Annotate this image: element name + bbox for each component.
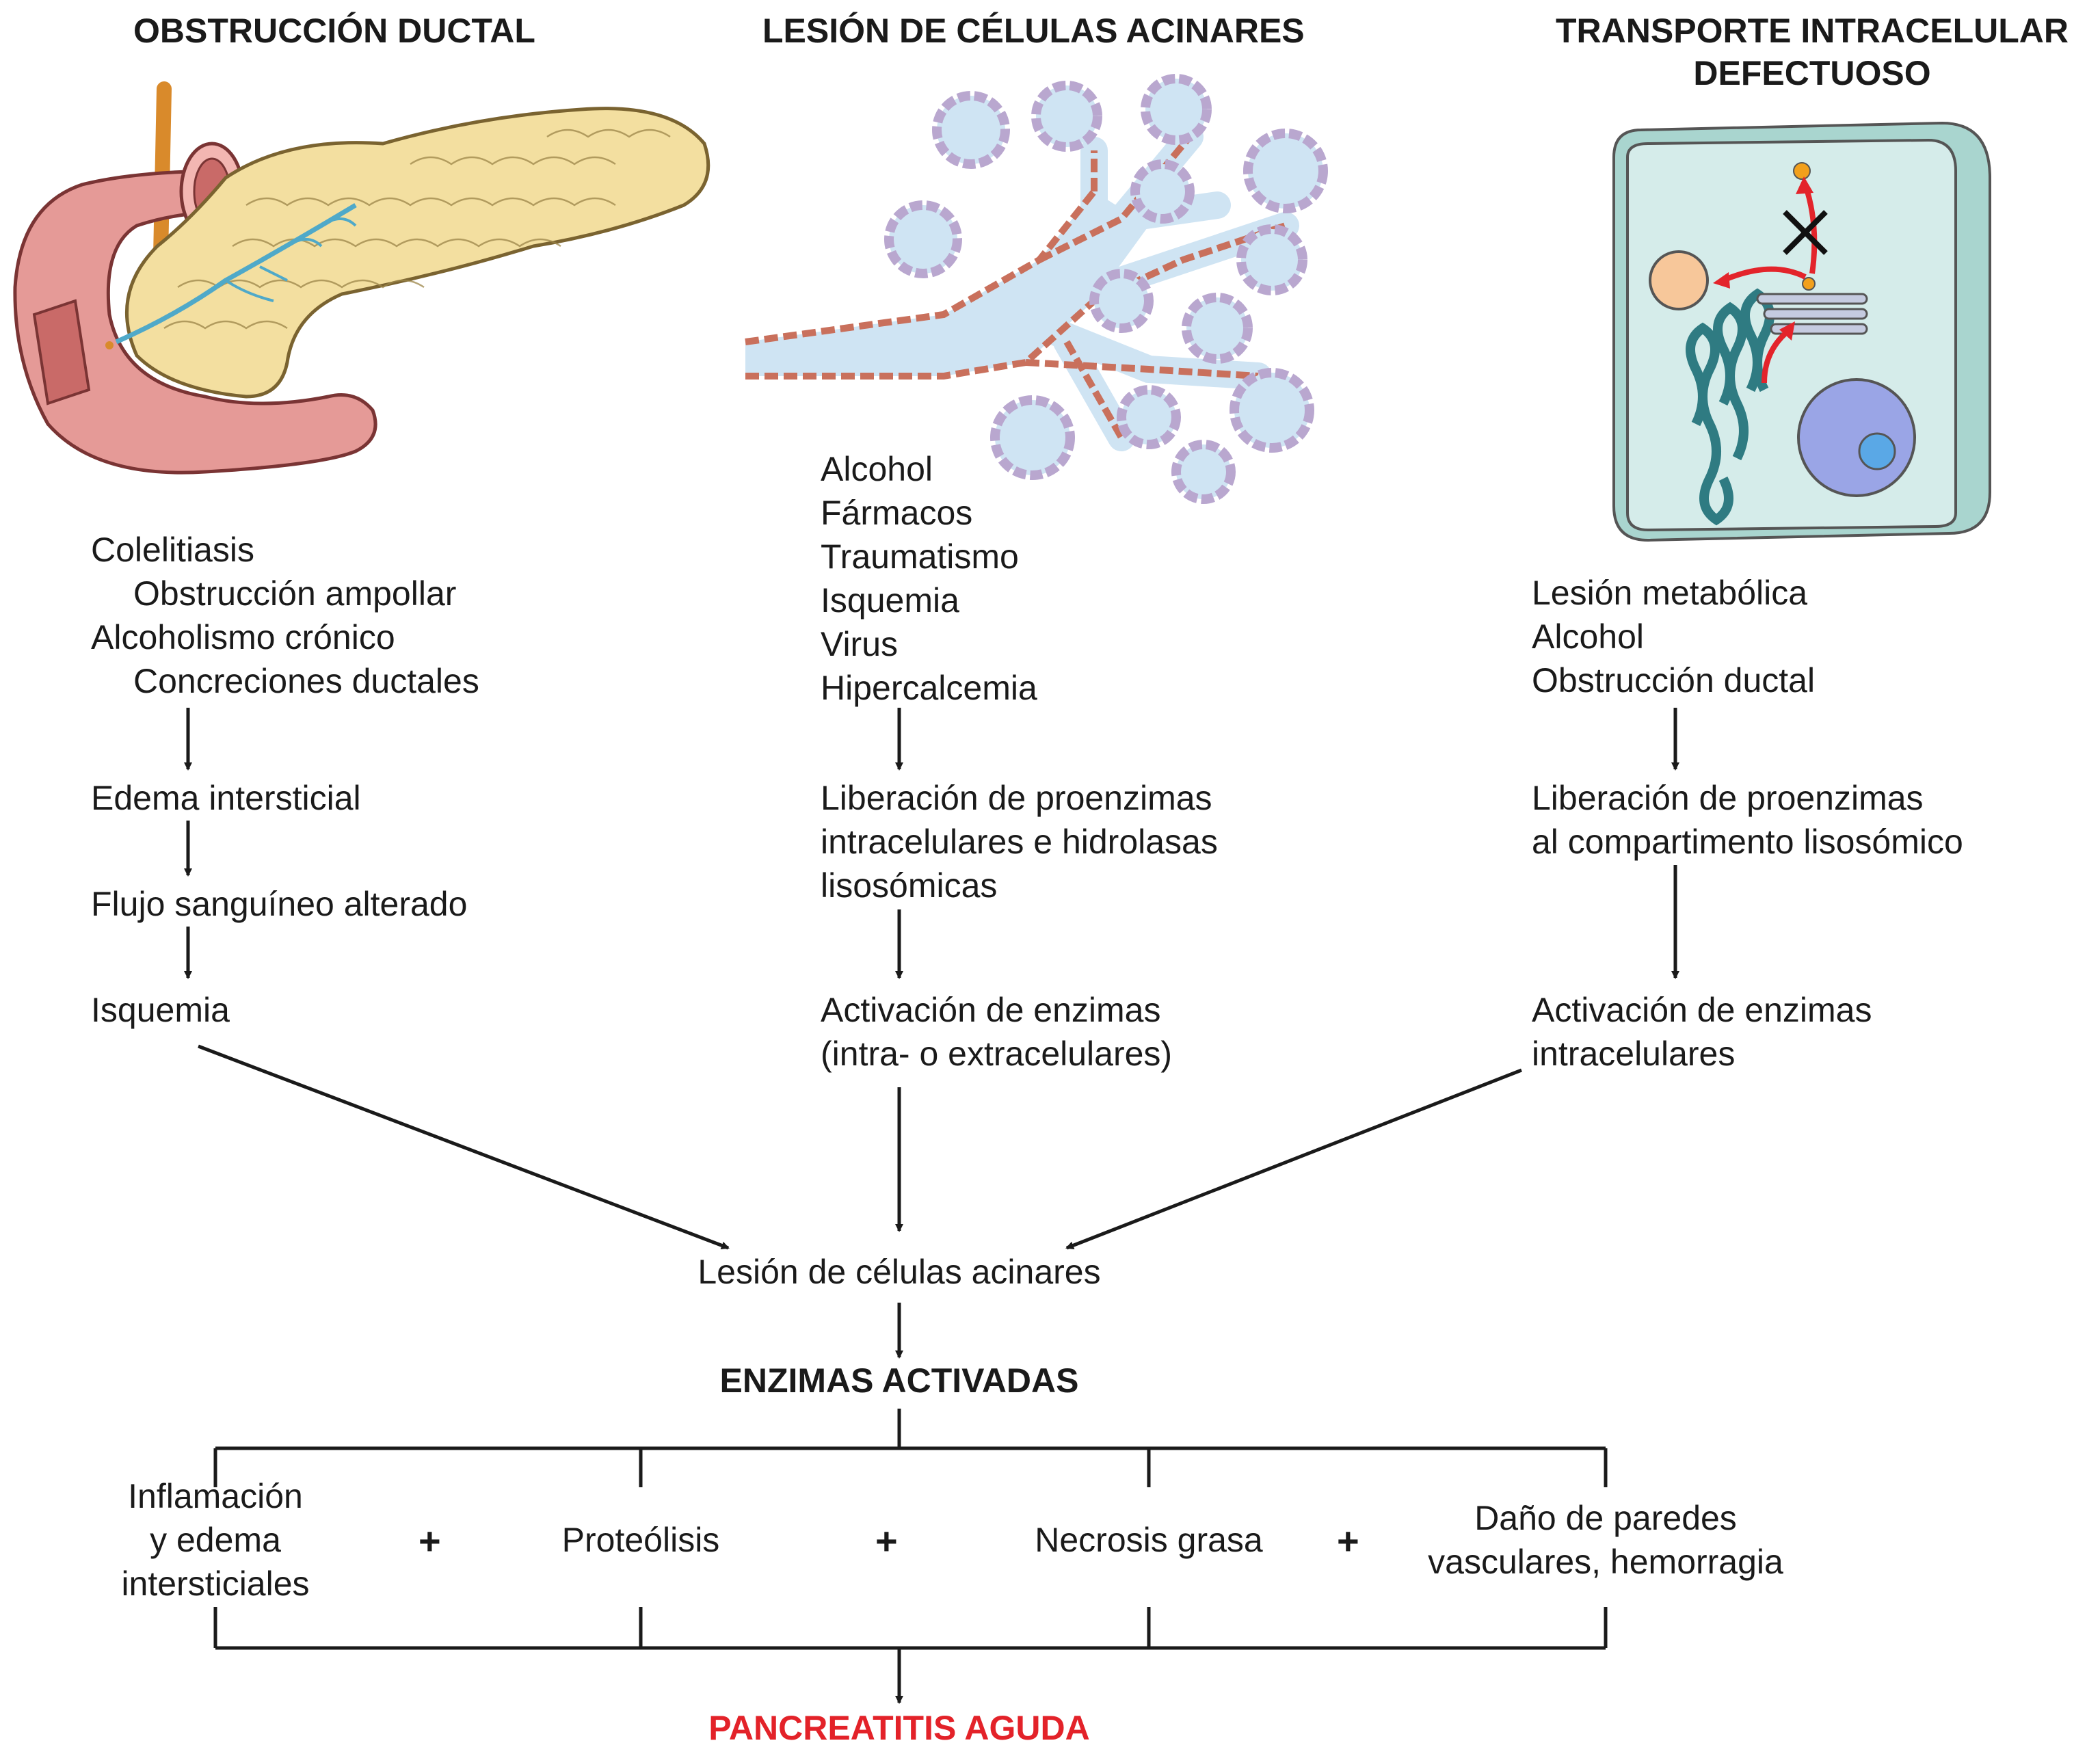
plus-sign-2: +: [875, 1519, 898, 1562]
cell-transport-illustration: [1612, 121, 1991, 542]
transport-step-activation: Activación de enzimas intracelulares: [1532, 988, 1872, 1076]
step-interstitial-edema: Edema intersticial: [91, 779, 361, 817]
title-defective-transport-line2: DEFECTUOSO: [1693, 54, 1931, 92]
cause-drugs: Fármacos: [821, 494, 973, 532]
blocked-x-icon: [1783, 210, 1828, 255]
acinar-step-activation-line1: Activación de enzimas: [821, 991, 1161, 1029]
title-defective-transport-line1: TRANSPORTE INTRACELULAR: [1556, 12, 2069, 50]
transport-causes: Lesión metabólica Alcohol Obstrucción du…: [1532, 571, 1815, 702]
cause-trauma: Traumatismo: [821, 537, 1019, 576]
title-defective-transport: TRANSPORTE INTRACELULAR DEFECTUOSO: [1525, 10, 2099, 94]
effect-proteolysis: Proteólisis: [561, 1521, 720, 1559]
cause-cholelithiasis: Colelitiasis: [91, 531, 254, 569]
effect-fat-necrosis: Necrosis grasa: [1035, 1521, 1263, 1559]
acinar-tree-illustration: [745, 74, 1328, 504]
cause-ampullary-obstruction: Obstrucción ampollar: [133, 574, 457, 613]
effect-vascular-line2: vasculares, hemorragia: [1428, 1543, 1783, 1581]
effect-vascular-damage: Daño de paredes vasculares, hemorragia: [1387, 1496, 1824, 1584]
transport-step-release-line1: Liberación de proenzimas: [1532, 779, 1924, 817]
effect-inflammation-line2: y edema: [150, 1521, 281, 1559]
cause-metabolic-injury: Lesión metabólica: [1532, 574, 1808, 612]
cause-ischemia: Isquemia: [821, 581, 959, 620]
step-altered-blood-flow: Flujo sanguíneo alterado: [91, 885, 468, 923]
acinar-step-release-line1: Liberación de proenzimas: [821, 779, 1212, 817]
plus-sign-3: +: [1337, 1519, 1359, 1562]
transport-step-activation-line2: intracelulares: [1532, 1035, 1736, 1073]
activated-enzymes: ENZIMAS ACTIVADAS: [719, 1361, 1079, 1400]
acute-pancreatitis: PANCREATITIS AGUDA: [708, 1709, 1090, 1747]
cause-virus: Virus: [821, 625, 899, 663]
transport-step-release: Liberación de proenzimas al compartiment…: [1532, 776, 1963, 864]
acinar-step-release: Liberación de proenzimas intracelulares …: [821, 776, 1218, 907]
transport-step-activation-line1: Activación de enzimas: [1532, 991, 1872, 1029]
plus-sign-1: +: [418, 1519, 441, 1562]
effect-inflammation-line1: Inflamación: [128, 1477, 303, 1515]
pancreas-illustration: [13, 81, 710, 475]
cause-ductal-obstruction: Obstrucción ductal: [1532, 661, 1816, 700]
transport-step-release-line2: al compartimento lisosómico: [1532, 823, 1963, 861]
acinar-step-activation-line2: (intra- o extracelulares): [821, 1035, 1173, 1073]
acinar-step-activation: Activación de enzimas (intra- o extracel…: [821, 988, 1172, 1076]
cause-alcohol-2: Alcohol: [1532, 617, 1644, 656]
acinar-step-release-line3: lisosómicas: [821, 866, 998, 905]
cause-ductal-concretions: Concreciones ductales: [133, 662, 479, 700]
acinar-causes: Alcohol Fármacos Traumatismo Isquemia Vi…: [821, 447, 1037, 710]
acinar-cell-injury: Lesión de células acinares: [697, 1253, 1101, 1291]
effect-vascular-line1: Daño de paredes: [1474, 1499, 1737, 1537]
cause-alcohol: Alcohol: [821, 450, 933, 488]
cause-chronic-alcoholism: Alcoholismo crónico: [91, 618, 395, 656]
cause-hypercalcemia: Hipercalcemia: [821, 669, 1037, 707]
ductal-causes: Colelitiasis Obstrucción ampollar Alcoho…: [91, 528, 479, 703]
title-ductal-obstruction: OBSTRUCCIÓN DUCTAL: [133, 12, 535, 50]
effect-inflammation-edema: Inflamación y edema intersticiales: [79, 1474, 352, 1606]
title-acinar-injury: LESIÓN DE CÉLULAS ACINARES: [762, 12, 1305, 50]
effect-inflammation-line3: intersticiales: [121, 1565, 310, 1603]
step-ischemia: Isquemia: [91, 991, 230, 1029]
acinar-step-release-line2: intracelulares e hidrolasas: [821, 823, 1218, 861]
